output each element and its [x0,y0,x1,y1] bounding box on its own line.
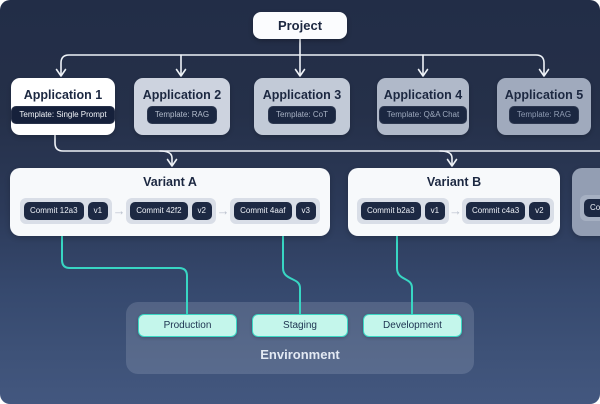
project-tree-connectors [55,38,550,77]
commit-hash: Commit 12a3 [24,201,84,220]
commit-hash: Commit b2a3 [361,201,421,220]
commit-chip: Commit c4a3 v2 [462,197,554,224]
variant-card-b: Variant B Commit b2a3 v1 → Commit c4a3 v… [348,168,560,236]
commit-hash: Commit 42f2 [130,201,188,220]
commit-row: Commit 12a3 v1 → Commit 42f2 v2 → Commit… [10,197,330,224]
application-title: Application 1 [23,87,103,102]
template-badge: Template: Q&A Chat [378,106,468,125]
version-badge: v2 [191,201,212,220]
pill-label: Staging [283,320,317,331]
arrow-down-icon [538,68,550,77]
project-label: Project [277,18,323,33]
arrow-down-icon [417,68,429,77]
application-title: Application 5 [504,87,584,102]
variant-connectors [54,133,600,167]
commit-chip: Commit 42f2 v2 [126,197,216,224]
version-badge: v1 [87,201,109,220]
environment-panel [126,302,474,374]
variant-title: Variant A [143,175,197,189]
environment-pill-development: Development [363,314,462,337]
application-card-4: Application 4 Template: Q&A Chat [377,78,469,135]
variant-card-partial: Commit [572,168,600,236]
application-card-3: Application 3 Template: CoT [254,78,350,135]
version-badge: v1 [424,201,446,220]
pill-label: Development [383,320,442,331]
application-card-5: Application 5 Template: RAG [497,78,591,135]
application-title: Application 4 [383,87,463,102]
template-badge: Template: RAG [508,106,580,125]
variant-card-a: Variant A Commit 12a3 v1 → Commit 42f2 v… [10,168,330,236]
arrow-down-icon [294,68,306,77]
environment-label: Environment [260,347,340,362]
commit-chip: Commit [580,195,600,221]
arrow-down-icon [446,158,458,167]
pill-label: Production [163,320,212,331]
commit-hash: Commit [584,199,600,217]
template-badge: Template: CoT [267,106,337,125]
arrow-down-icon [55,68,67,77]
flow-arrow-icon: → [449,203,463,218]
environment-pill-production: Production [138,314,237,337]
template-badge: Template: Single Prompt [11,106,115,125]
application-title: Application 3 [262,87,342,102]
flow-arrow-icon: → [216,203,230,218]
commit-chip: Commit 4aaf v3 [230,197,320,224]
commit-hash: Commit 4aaf [234,201,292,220]
project-node: Project [253,12,347,39]
template-badge: Template: RAG [146,106,218,125]
arrow-down-icon [175,68,187,77]
version-badge: v2 [529,201,550,220]
flow-arrow-icon: → [112,203,126,218]
application-card-2: Application 2 Template: RAG [134,78,230,135]
application-card-1: Application 1 Template: Single Prompt [11,78,115,135]
environment-pill-staging: Staging [252,314,348,337]
commit-hash: Commit c4a3 [466,201,526,220]
commit-row: Commit b2a3 v1 → Commit c4a3 v2 [348,197,560,224]
version-badge: v3 [295,201,316,220]
variant-title: Variant B [426,175,482,189]
arrow-down-icon [166,158,178,167]
application-title: Application 2 [142,87,222,102]
commit-chip: Commit 12a3 v1 [20,197,113,224]
commit-chip: Commit b2a3 v1 [357,197,450,224]
